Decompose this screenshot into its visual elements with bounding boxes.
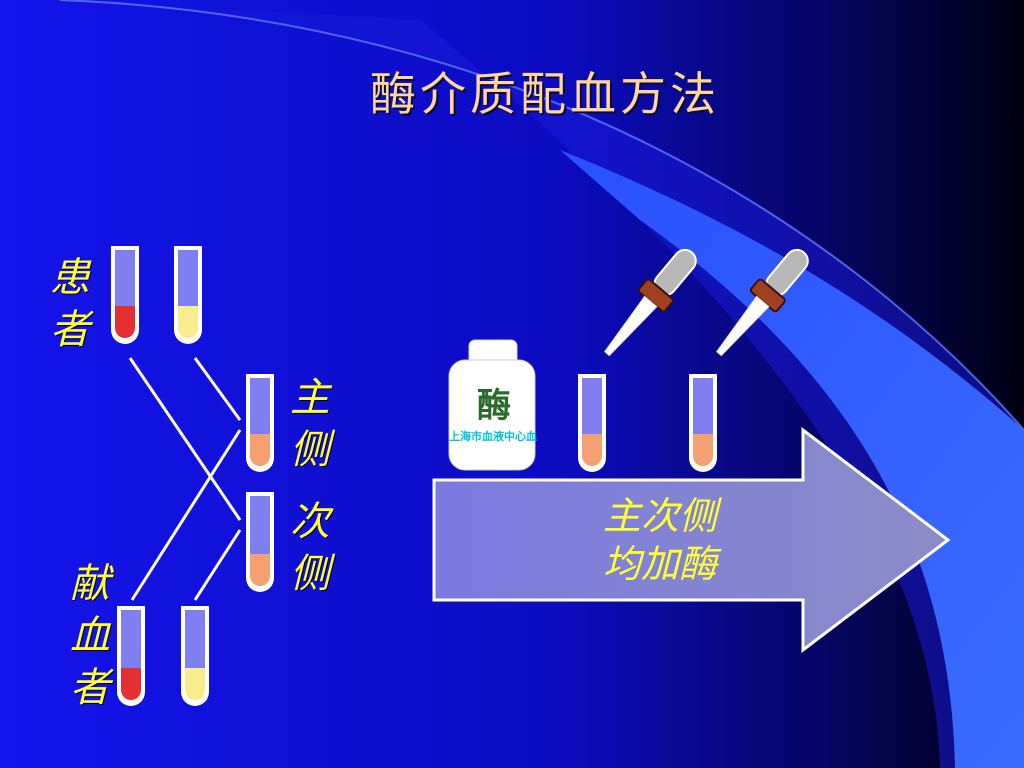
enzyme-major-tube	[578, 374, 606, 472]
enzyme-bottle-label: 上海市血液中心血	[449, 430, 537, 443]
major-side-tube	[246, 374, 274, 472]
enzyme-bottle	[448, 339, 536, 471]
line-patient-serum-to-major	[193, 357, 242, 421]
dropper-left	[604, 248, 697, 357]
patient-red-cell-tube	[111, 246, 139, 344]
minor-side-tube	[246, 492, 274, 592]
page-title: 酶介质配血方法	[370, 67, 720, 121]
line-donor-serum-to-minor	[193, 529, 242, 601]
dropper-right	[716, 248, 809, 357]
line-patient-cells-to-minor	[128, 357, 242, 521]
enzyme-minor-tube	[689, 374, 717, 472]
label-minor-side: 次侧	[290, 499, 330, 597]
arrow-caption-line2: 均加酶	[602, 542, 717, 586]
arrow-caption-line1: 主次侧	[602, 494, 717, 538]
label-patient: 患者	[50, 255, 90, 353]
donor-serum-tube	[181, 606, 209, 706]
label-donor: 献血者	[70, 561, 110, 711]
arrow-caption: 主次侧 均加酶	[545, 492, 775, 588]
process-arrow	[432, 426, 951, 654]
label-major-side: 主侧	[290, 375, 330, 473]
crossmatch-lines	[128, 357, 242, 601]
line-donor-cells-to-major	[130, 429, 242, 601]
enzyme-bottle-logo: 酶	[477, 386, 511, 426]
patient-serum-tube	[174, 246, 202, 344]
donor-red-cell-tube	[117, 606, 145, 706]
